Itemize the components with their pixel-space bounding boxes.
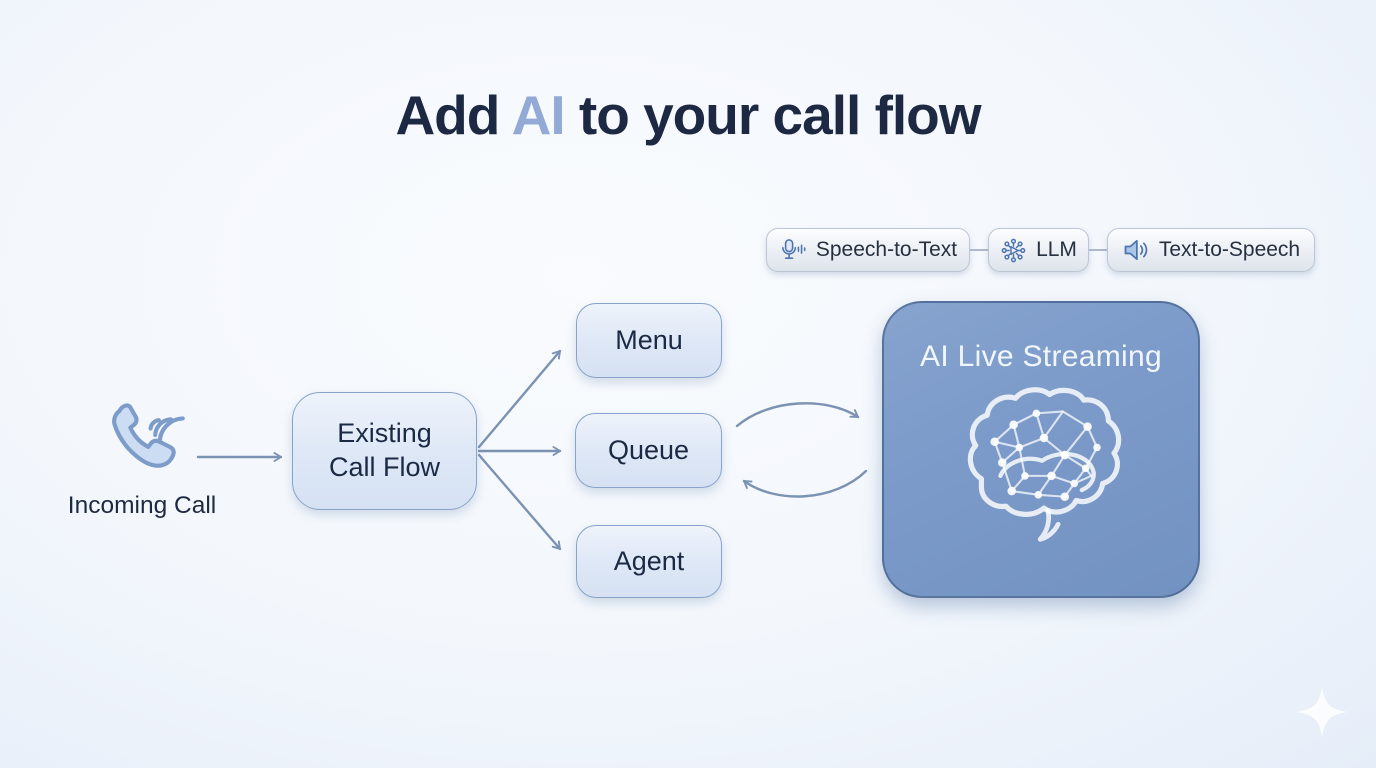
microphone-icon bbox=[781, 239, 806, 259]
queue-label: Queue bbox=[607, 434, 690, 465]
arrow-queue-to-ai bbox=[735, 402, 860, 428]
title-highlight-ai: AI bbox=[511, 84, 566, 146]
arrow-ai-to-queue bbox=[742, 469, 868, 498]
arrow-existing-to-agent bbox=[477, 453, 562, 551]
page-title: Add AI to your call flow bbox=[0, 83, 1376, 147]
existing-line1: Existing bbox=[337, 418, 432, 449]
incoming-call-graphic bbox=[100, 400, 192, 497]
badge-speech-to-text: Speech-to-Text bbox=[766, 228, 970, 272]
ai-live-streaming-box: AI Live Streaming bbox=[882, 301, 1200, 598]
badge-label: Speech-to-Text bbox=[815, 238, 958, 261]
speaker-icon bbox=[1124, 239, 1148, 261]
brain-network-icon bbox=[953, 385, 1133, 568]
menu-label: Menu bbox=[615, 324, 683, 355]
phone-icon bbox=[112, 403, 185, 468]
badge-connector bbox=[970, 249, 988, 251]
ai-box-title: AI Live Streaming bbox=[920, 340, 1162, 373]
menu-box: Menu bbox=[576, 303, 722, 378]
badge-connector bbox=[1089, 249, 1107, 251]
title-pre: Add bbox=[395, 84, 512, 146]
agent-label: Agent bbox=[613, 545, 685, 576]
badge-text-to-speech: Text-to-Speech bbox=[1107, 228, 1315, 272]
neural-network-icon bbox=[1001, 238, 1026, 262]
title-post: to your call flow bbox=[564, 84, 982, 146]
incoming-call-label: Incoming Call bbox=[67, 492, 217, 519]
badge-label: LLM bbox=[1036, 238, 1077, 261]
arrow-existing-to-menu bbox=[477, 349, 562, 449]
existing-line2: Call Flow bbox=[328, 452, 441, 482]
badge-llm: LLM bbox=[988, 228, 1089, 272]
agent-box: Agent bbox=[576, 525, 722, 598]
sparkle-icon bbox=[1294, 684, 1350, 745]
badge-label: Text-to-Speech bbox=[1158, 238, 1301, 261]
queue-box: Queue bbox=[575, 413, 722, 488]
